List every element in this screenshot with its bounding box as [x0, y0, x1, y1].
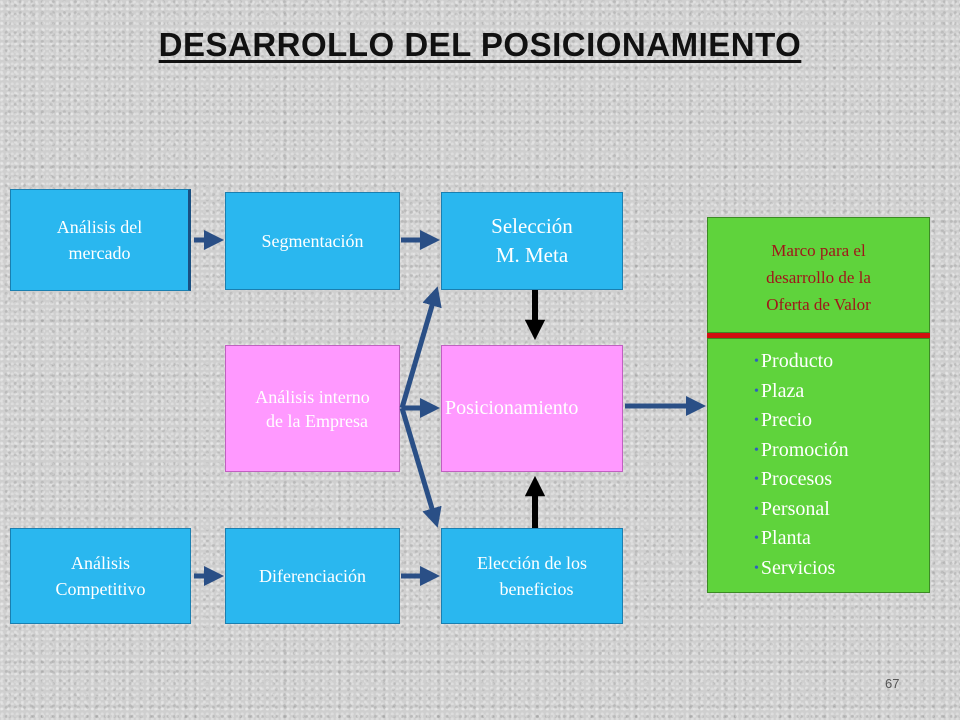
bullet-icon: •: [754, 354, 759, 369]
oferta-item-label: Promoción: [760, 438, 849, 461]
box-analisis-competitivo: Análisis Competitivo: [10, 528, 191, 624]
oferta-list: •Producto•Plaza•Precio•Promoción•Proceso…: [754, 347, 849, 583]
page-number: 67: [885, 676, 900, 691]
box-posicionamiento: Posicionamiento: [441, 345, 623, 472]
oferta-item: •Planta: [754, 524, 849, 554]
marco-divider: [707, 333, 930, 338]
box-analisis-mercado: Análisis del mercado: [10, 189, 191, 291]
box-oferta-items: •Producto•Plaza•Precio•Promoción•Proceso…: [707, 338, 930, 593]
box-seleccion-meta: Selección M. Meta: [441, 192, 623, 290]
oferta-item-label: Procesos: [760, 468, 833, 490]
oferta-item: •Producto: [754, 347, 849, 377]
oferta-item-label: Personal: [760, 497, 830, 520]
oferta-item-label: Precio: [760, 409, 812, 431]
oferta-item-label: Planta: [760, 527, 811, 549]
bullet-icon: •: [754, 413, 759, 428]
bullet-icon: •: [754, 560, 759, 576]
bullet-icon: •: [754, 442, 759, 458]
box-marco-oferta: Marco para el desarrollo de la Oferta de…: [707, 217, 930, 333]
oferta-item-label: Producto: [760, 350, 834, 372]
oferta-item: •Procesos: [754, 465, 849, 495]
oferta-item: •Plaza: [754, 377, 849, 407]
arrow-interno-beneficios: [399, 407, 442, 528]
oferta-item: •Servicios: [754, 554, 849, 584]
box-analisis-interno: Análisis interno de la Empresa: [225, 345, 400, 472]
page-title: DESARROLLO DEL POSICIONAMIENTO: [158, 26, 802, 63]
box-eleccion-beneficios: Elección de los beneficios: [441, 528, 623, 624]
oferta-item-label: Plaza: [760, 379, 805, 402]
oferta-item-label: Servicios: [760, 556, 836, 579]
arrow-interno-seleccion: [399, 286, 442, 409]
oferta-item: •Promoción: [754, 436, 849, 466]
bullet-icon: •: [754, 383, 759, 399]
bullet-icon: •: [754, 472, 759, 487]
oferta-item: •Precio: [754, 406, 849, 436]
box-diferenciacion: Diferenciación: [225, 528, 400, 624]
oferta-item: •Personal: [754, 495, 849, 525]
bullet-icon: •: [754, 501, 759, 517]
box-segmentacion: Segmentación: [225, 192, 400, 290]
bullet-icon: •: [754, 531, 759, 546]
